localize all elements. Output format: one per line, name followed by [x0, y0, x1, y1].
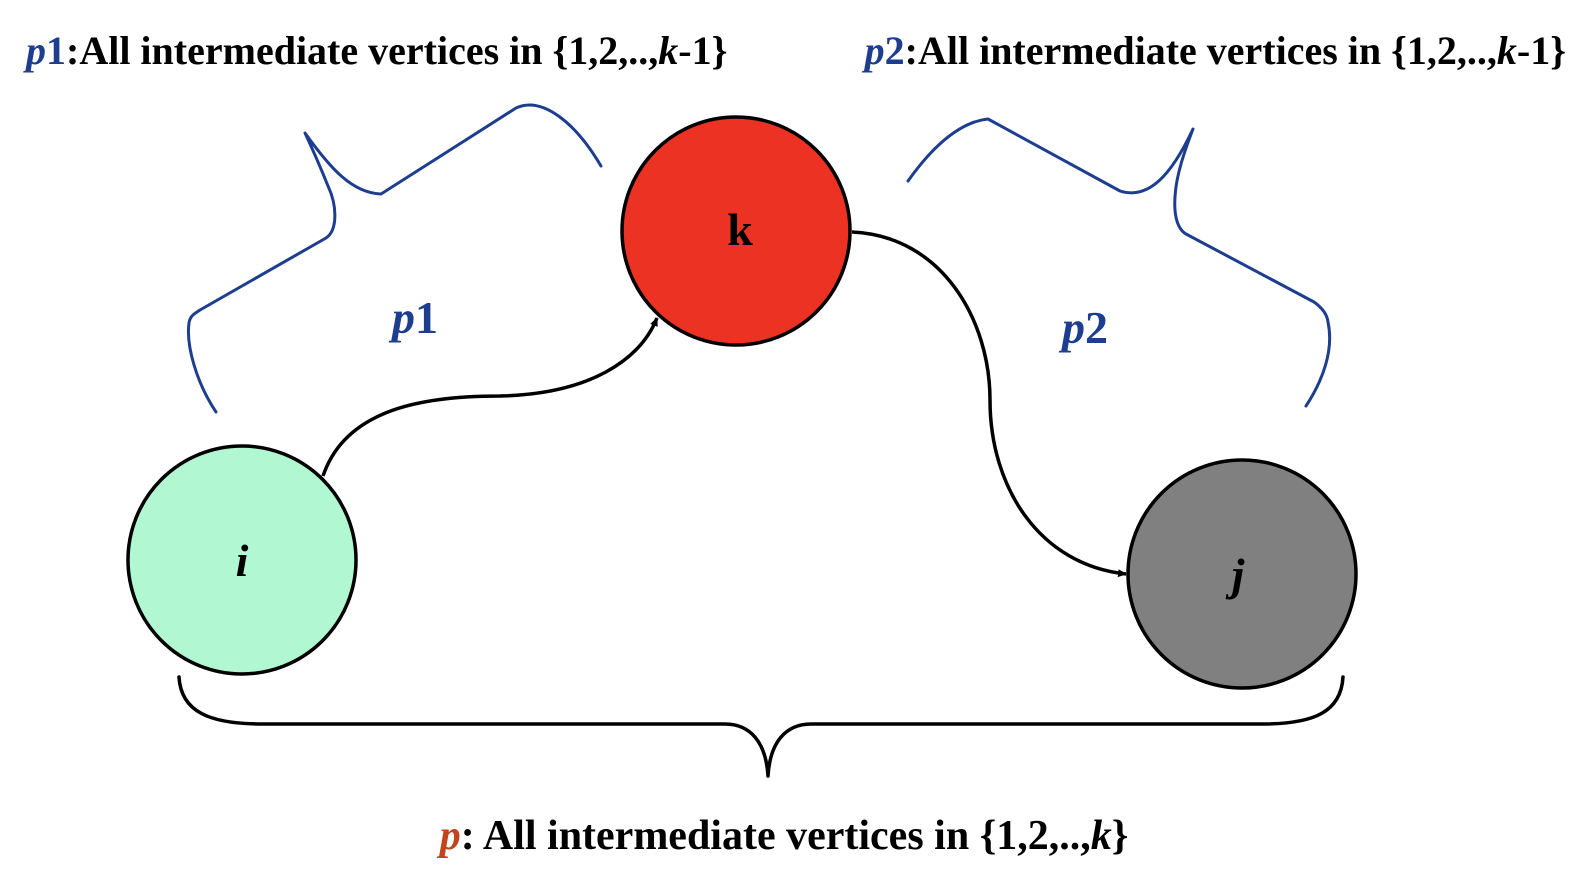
node-i: i: [126, 444, 358, 676]
brace-label-p1-index: 1: [415, 292, 438, 343]
node-i-circle: [126, 444, 358, 676]
brace-label-p1: p1: [388, 292, 438, 343]
caption-p-name: p: [437, 813, 461, 859]
caption-p2-text-b: -1}: [1517, 28, 1566, 73]
brace-p1: [186, 103, 603, 414]
node-j: j: [1126, 458, 1358, 690]
caption-p1-var: k: [658, 28, 678, 73]
node-j-circle: [1126, 458, 1358, 690]
caption-p2-var: k: [1497, 28, 1517, 73]
caption-p1-index: 1: [46, 28, 66, 73]
edge-k-to-j: [851, 230, 1127, 578]
node-k-label: k: [727, 204, 753, 255]
node-k-circle: [620, 115, 852, 347]
caption-p2-index: 2: [885, 28, 905, 73]
caption-p1-text-b: -1}: [678, 28, 727, 73]
brace-p2: [906, 117, 1332, 408]
caption-p2: p2:All intermediate vertices in {1,2,..,…: [862, 28, 1566, 73]
brace-label-p2-name: p: [1058, 302, 1085, 353]
caption-p-text-a: : All intermediate vertices in {1,2,..,: [461, 813, 1091, 859]
brace-label-p1-name: p: [388, 292, 415, 343]
caption-p2-name: p: [862, 28, 885, 73]
brace-label-p2-index: 2: [1085, 302, 1108, 353]
edge-i-to-k: [321, 317, 659, 477]
caption-p: p: All intermediate vertices in {1,2,..,…: [437, 813, 1129, 859]
caption-p1-name: p: [23, 28, 46, 73]
node-i-label: i: [236, 535, 249, 586]
caption-p1-text-a: :All intermediate vertices in {1,2,..,: [66, 28, 658, 73]
node-k: k: [620, 115, 852, 347]
brace-label-p2: p2: [1058, 302, 1108, 353]
brace-p: [177, 675, 1345, 778]
caption-p-var: k: [1091, 813, 1112, 859]
caption-p2-text-a: :All intermediate vertices in {1,2,..,: [905, 28, 1497, 73]
caption-p-text-b: }: [1112, 813, 1129, 859]
caption-p1: p1:All intermediate vertices in {1,2,..,…: [23, 28, 727, 73]
